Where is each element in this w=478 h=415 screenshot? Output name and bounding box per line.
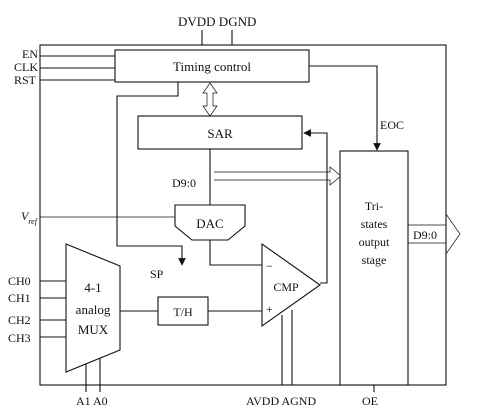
comparator-block [261,242,321,328]
label-addr-pins: A1 A0 [76,394,108,408]
sar-block [137,115,303,150]
dac-block [174,204,246,241]
tri-line-1: Tri- [365,199,383,213]
label-supply-analog: AVDD AGND [246,394,316,408]
timing-control-label: Timing control [173,59,251,74]
label-d-out: D9:0 [413,228,437,242]
timing-control-block [114,49,310,83]
pin-clk: CLK [14,60,38,74]
mux-block [65,243,121,373]
label-eoc: EOC [380,118,404,132]
wire-sp-control [116,82,186,266]
comparator-plus-sign: + [266,302,273,316]
mux-line-2: analog [76,302,111,317]
pin-rst: RST [14,73,37,87]
label-supply-digital: DVDD DGND [178,14,256,29]
label-vref-main: V [21,209,30,223]
wire-dac-cmp [209,240,262,266]
track-hold-label: T/H [173,305,193,319]
mux-line-3: MUX [78,322,109,337]
wire-cmp-to-sar [303,129,328,284]
pin-en: EN [22,47,38,61]
label-d-internal: D9:0 [172,176,196,190]
sar-label: SAR [207,126,233,141]
output-bus-arrow [407,212,461,256]
pin-ch2: CH2 [8,313,31,327]
comparator-label: CMP [273,280,299,294]
pin-ch3: CH3 [8,331,31,345]
label-vref-sub: ref [28,217,38,226]
pin-ch0: CH0 [8,274,31,288]
tri-state-output-block [339,150,409,386]
wire-eoc [309,65,381,151]
tri-line-3: output [359,235,390,249]
pin-ch1: CH1 [8,291,31,305]
label-sp: SP [150,267,164,281]
label-oe: OE [362,394,378,408]
dac-label: DAC [196,216,223,231]
timing-sar-bus-arrow [202,82,218,117]
track-hold-block [157,296,209,326]
sar-output-bus-arrow [214,166,342,186]
tri-line-4: stage [362,253,387,267]
comparator-minus-sign: − [266,259,273,273]
mux-line-1: 4-1 [84,280,101,295]
tri-line-2: states [361,217,388,231]
label-vref: Vref [21,209,39,226]
